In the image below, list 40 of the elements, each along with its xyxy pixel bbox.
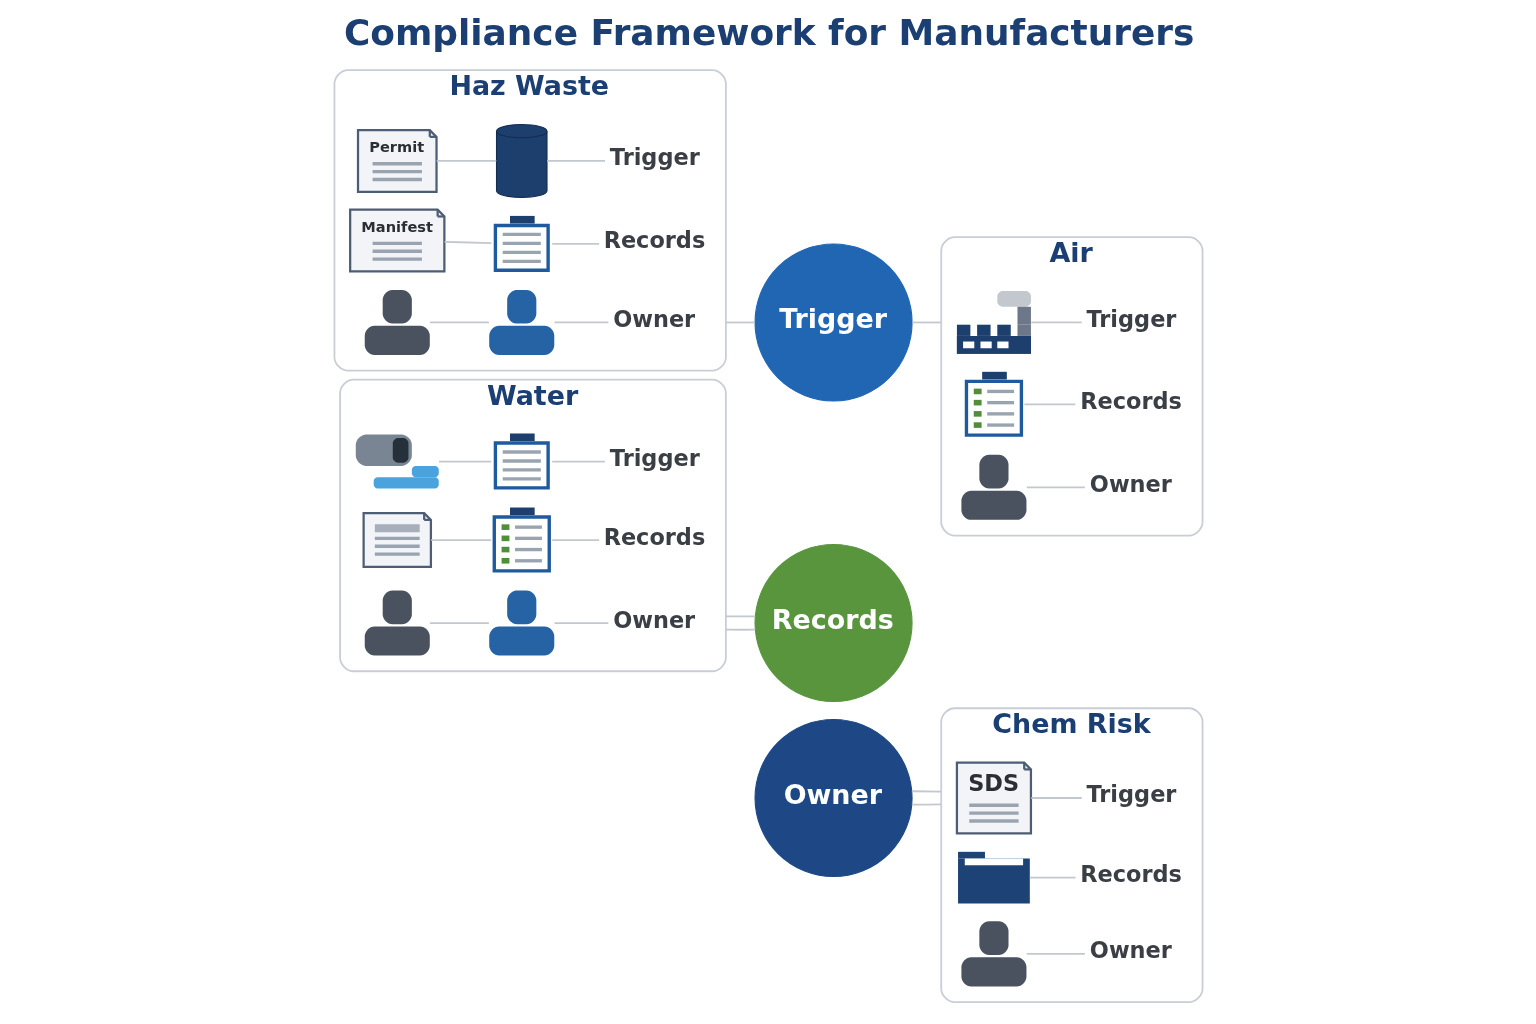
connector — [429, 539, 492, 541]
connector — [550, 243, 600, 245]
node-text: Records — [603, 523, 705, 550]
connector — [437, 460, 492, 463]
connector — [1023, 403, 1076, 406]
connector — [435, 160, 497, 162]
connector — [724, 615, 756, 618]
node-circle: Trigger — [754, 243, 913, 402]
connector — [724, 628, 756, 631]
connector — [443, 240, 492, 245]
node-text: Records — [603, 227, 705, 254]
node-text: Records — [1079, 387, 1182, 414]
node-text: Trigger — [1085, 305, 1176, 332]
connector — [1025, 486, 1086, 489]
node-text: Owner — [612, 305, 695, 332]
node-text: Owner — [1089, 470, 1172, 497]
node-circle: Owner — [754, 718, 913, 878]
node-text: Trigger — [1085, 781, 1176, 808]
connector — [550, 460, 606, 463]
node-text: Owner — [1089, 937, 1172, 964]
connector — [910, 803, 942, 806]
node-text: Trigger — [609, 144, 700, 171]
node-text: Records — [1079, 861, 1182, 888]
connector — [553, 622, 609, 624]
node-circle: Records — [754, 543, 913, 703]
connector — [910, 321, 942, 324]
connector — [724, 321, 756, 324]
connector — [550, 539, 600, 541]
node-text: Trigger — [609, 445, 700, 472]
connector — [553, 321, 609, 324]
connector — [1029, 797, 1083, 799]
connector — [910, 790, 942, 793]
connector — [428, 622, 490, 624]
connector — [545, 160, 606, 162]
connector — [1028, 876, 1076, 879]
diagram-title: Compliance Framework for Manufacturers — [343, 11, 1194, 53]
node-text: Owner — [612, 606, 695, 633]
connector — [1025, 953, 1086, 955]
connector — [428, 321, 490, 324]
connector — [1029, 321, 1083, 324]
